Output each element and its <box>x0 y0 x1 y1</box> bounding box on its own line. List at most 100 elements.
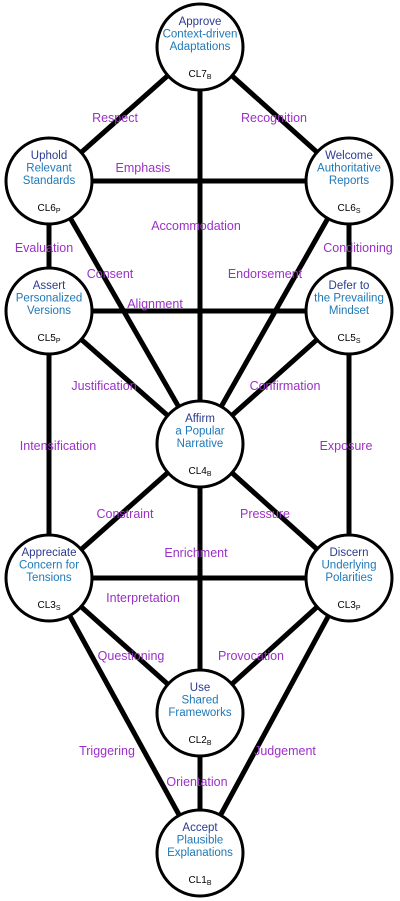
node-code: CL6S <box>337 203 360 215</box>
edge-label-orientation: Orientation <box>166 775 227 789</box>
node-title-line: Plausible <box>177 835 224 847</box>
node-title-line: Appreciate <box>22 547 77 559</box>
node-title-line: Underlying <box>322 560 377 572</box>
node-title-line: the Prevailing <box>314 293 384 305</box>
node-code-main: CL1 <box>188 875 207 886</box>
edge-label-constraint: Constraint <box>97 507 154 521</box>
node-circle <box>155 668 245 758</box>
node-title-line: Relevant <box>26 163 72 175</box>
node-circle <box>4 266 94 356</box>
node-code-subscript: S <box>356 338 361 345</box>
node-title-line: Reports <box>329 175 370 187</box>
node-circle <box>304 266 394 356</box>
node-code-subscript: P <box>56 208 61 215</box>
edge-label-alignment: Alignment <box>127 297 183 311</box>
node-code: CL3S <box>37 600 60 612</box>
node-code-subscript: B <box>207 74 212 81</box>
node-code-main: CL4 <box>188 466 207 477</box>
node-title-line: Versions <box>27 305 71 317</box>
node-code-main: CL7 <box>188 69 207 80</box>
node-code: CL3P <box>337 600 360 612</box>
node-code: CL2B <box>188 735 211 747</box>
node-title-line: Frameworks <box>168 707 232 719</box>
edge-label-endorsement: Endorsement <box>228 267 303 281</box>
node-code: CL1B <box>188 875 211 887</box>
edge-label-triggering: Triggering <box>79 744 135 758</box>
node-title-line: Shared <box>181 695 218 707</box>
node-code-main: CL3 <box>337 600 356 611</box>
node-code-main: CL5 <box>337 333 356 344</box>
node-code: CL4B <box>188 466 211 478</box>
node-title-line: Tensions <box>26 572 72 584</box>
node-title-line: a Popular <box>175 426 224 438</box>
node-code: CL7B <box>188 69 211 81</box>
edge-label-emphasis: Emphasis <box>116 161 171 175</box>
node-circle <box>4 136 94 226</box>
edge-label-enrichment: Enrichment <box>164 546 228 560</box>
node-code-main: CL5 <box>37 333 56 344</box>
node-title-line: Adaptations <box>170 41 231 53</box>
edge-n3s-n1 <box>46 575 203 856</box>
node-title-line: Approve <box>179 16 222 28</box>
node-code-subscript: S <box>56 605 61 612</box>
node-code-subscript: P <box>356 605 361 612</box>
node-code-subscript: B <box>207 880 212 887</box>
node-title-line: Authoritative <box>317 163 381 175</box>
node-circle <box>155 399 245 489</box>
edge-label-intensification: Intensification <box>20 439 96 453</box>
node-title-line: Defer to <box>329 280 370 292</box>
node-title-line: Use <box>190 682 210 694</box>
edge-label-pressure: Pressure <box>240 507 290 521</box>
node-code-main: CL2 <box>188 735 207 746</box>
edge-label-confirmation: Confirmation <box>250 379 321 393</box>
edge-label-justification: Justification <box>71 379 136 393</box>
node-title-line: Concern for <box>19 560 79 572</box>
nodes-layer: ApproveContext-drivenAdaptationsCL7BUpho… <box>4 2 394 898</box>
node-code-main: CL6 <box>337 203 356 214</box>
node-title-line: Standards <box>23 175 76 187</box>
node-circle <box>155 808 245 898</box>
node-title-line: Discern <box>330 547 369 559</box>
node-code: CL6P <box>37 203 60 215</box>
node-circle <box>155 2 245 92</box>
node-title-line: Accept <box>182 822 218 834</box>
node-code-subscript: P <box>56 338 61 345</box>
node-title-line: Affirm <box>185 413 215 425</box>
edge-label-interpretation: Interpretation <box>106 591 180 605</box>
node-circle <box>304 533 394 623</box>
edge-label-conditioning: Conditioning <box>323 241 393 255</box>
edge-label-questioning: Questioning <box>98 649 165 663</box>
node-code: CL5P <box>37 333 60 345</box>
node-title-line: Welcome <box>325 150 373 162</box>
node-title-line: Explanations <box>167 847 233 859</box>
node-title-line: Narrative <box>177 438 224 450</box>
edge-label-provocation: Provocation <box>218 649 284 663</box>
node-circle <box>304 136 394 226</box>
node-code-main: CL6 <box>37 203 56 214</box>
edge-label-respect: Respect <box>92 111 138 125</box>
node-title-line: Personalized <box>16 293 82 305</box>
node-code-subscript: B <box>207 740 212 747</box>
node-circle <box>4 533 94 623</box>
edge-label-accommodation: Accommodation <box>151 219 241 233</box>
edge-labels-layer: Respect RecognitionEmphasisAccommodationE… <box>15 111 393 789</box>
edge-label-consent: Consent <box>87 267 134 281</box>
node-title-line: Uphold <box>31 150 67 162</box>
edge-label-exposure: Exposure <box>320 439 373 453</box>
edge-label-recognition: Recognition <box>241 111 307 125</box>
edge-label-judgement: Judgement <box>254 744 316 758</box>
node-code: CL5S <box>337 333 360 345</box>
node-code-main: CL3 <box>37 600 56 611</box>
node-title-line: Assert <box>33 280 66 292</box>
edge-n3p-n1 <box>197 575 352 856</box>
